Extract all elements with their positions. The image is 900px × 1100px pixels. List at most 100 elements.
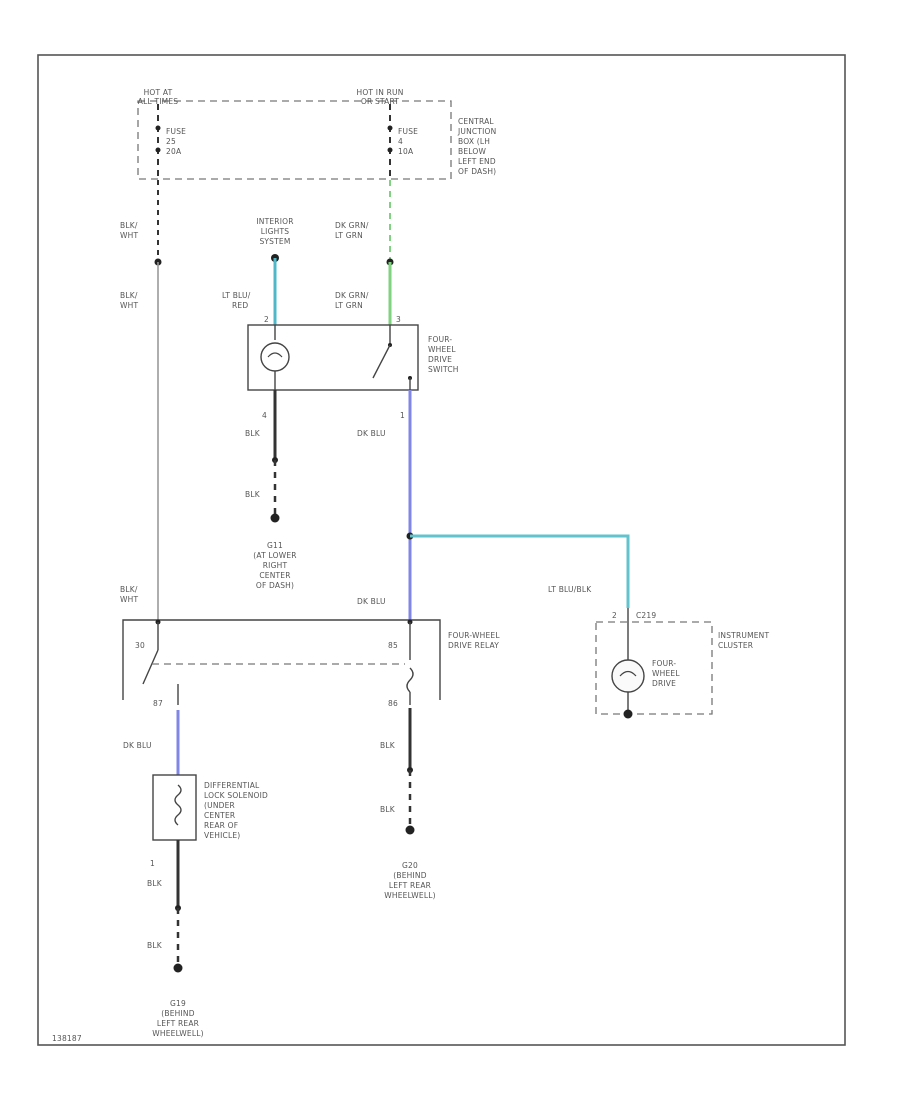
- svg-text:FUSE: FUSE: [166, 127, 186, 136]
- fuse-25: FUSE 25 20A: [155, 104, 186, 180]
- svg-text:WHEEL: WHEEL: [428, 345, 456, 354]
- svg-text:LIGHTS: LIGHTS: [261, 227, 289, 236]
- svg-text:WHEELWELL): WHEELWELL): [384, 891, 435, 900]
- svg-text:LT GRN: LT GRN: [335, 301, 363, 310]
- label-lt-blu-blk: LT BLU/BLK: [548, 585, 592, 594]
- svg-text:DIFFERENTIAL: DIFFERENTIAL: [204, 781, 260, 790]
- svg-text:WHEELWELL): WHEELWELL): [152, 1029, 203, 1038]
- svg-text:(BEHIND: (BEHIND: [161, 1009, 194, 1018]
- switch-ground-wire: [270, 390, 280, 523]
- four-wheel-drive-switch: [247, 324, 419, 391]
- svg-text:INTERIOR: INTERIOR: [256, 217, 293, 226]
- differential-lock-solenoid: [152, 774, 197, 841]
- svg-text:3: 3: [396, 315, 401, 324]
- ground-g19-icon: [173, 963, 183, 973]
- svg-text:VEHICLE): VEHICLE): [204, 831, 240, 840]
- svg-text:CENTER: CENTER: [204, 811, 235, 820]
- svg-text:DRIVE: DRIVE: [652, 679, 676, 688]
- relay-ground-wire: [405, 708, 415, 835]
- svg-text:LT GRN: LT GRN: [335, 231, 363, 240]
- instrument-cluster-outline: [595, 621, 713, 715]
- svg-text:85: 85: [388, 641, 398, 650]
- four-wheel-drive-switch-label: FOUR- WHEEL DRIVE SWITCH: [428, 335, 459, 374]
- four-wheel-drive-indicator-label: FOUR- WHEEL DRIVE: [652, 659, 680, 688]
- svg-text:RED: RED: [232, 301, 248, 310]
- svg-text:87: 87: [153, 699, 163, 708]
- svg-text:FUSE: FUSE: [398, 127, 418, 136]
- label-blk-2: BLK: [245, 490, 261, 499]
- label-blk-5: BLK: [147, 879, 163, 888]
- label-dk-blu-switch: DK BLU: [357, 429, 386, 438]
- four-wheel-drive-relay-label: FOUR-WHEEL DRIVE RELAY: [448, 631, 500, 650]
- label-blk-wht-low: BLK/ WHT: [120, 585, 138, 604]
- svg-text:2: 2: [264, 315, 269, 324]
- ground-g20-icon: [405, 825, 415, 835]
- label-blk-4: BLK: [380, 805, 396, 814]
- svg-text:(UNDER: (UNDER: [204, 801, 235, 810]
- svg-text:25: 25: [166, 137, 176, 146]
- svg-text:CLUSTER: CLUSTER: [718, 641, 753, 650]
- central-junction-box-label: CENTRAL JUNCTION BOX (LH BELOW LEFT END …: [457, 117, 496, 176]
- svg-text:FOUR-WHEEL: FOUR-WHEEL: [448, 631, 500, 640]
- label-dk-blu-relay: DK BLU: [357, 597, 386, 606]
- label-lt-blu-red: LT BLU/ RED: [222, 291, 251, 310]
- diagram-id: 138187: [52, 1034, 82, 1043]
- svg-text:10A: 10A: [398, 147, 414, 156]
- fuse-4: FUSE 4 10A: [387, 104, 418, 180]
- label-blk-6: BLK: [147, 941, 163, 950]
- hot-at-all-times-label: HOT AT ALL TIMES: [138, 88, 178, 106]
- svg-text:OF DASH): OF DASH): [458, 167, 496, 176]
- svg-text:BLK/: BLK/: [120, 291, 138, 300]
- pin-switch-1: 1: [400, 411, 405, 420]
- switch-contact-icon: [372, 325, 412, 390]
- ground-switch-icon: [270, 513, 280, 523]
- svg-text:20A: 20A: [166, 147, 182, 156]
- four-wheel-drive-indicator-bulb-icon: [611, 608, 645, 719]
- svg-text:G19: G19: [170, 999, 186, 1008]
- label-blk-wht-top: BLK/ WHT: [120, 221, 138, 240]
- ground-g11-label: G11 (AT LOWER RIGHT CENTER OF DASH): [253, 541, 296, 590]
- svg-text:HOT AT: HOT AT: [144, 88, 173, 97]
- svg-text:LEFT END: LEFT END: [458, 157, 496, 166]
- hot-in-run-label: HOT IN RUN OR START: [356, 88, 403, 106]
- ground-g20-label: G20 (BEHIND LEFT REAR WHEELWELL): [384, 861, 435, 900]
- svg-text:LOCK SOLENOID: LOCK SOLENOID: [204, 791, 268, 800]
- label-blk-1: BLK: [245, 429, 261, 438]
- wire-lt-blu-blk: [410, 534, 630, 608]
- svg-text:WHT: WHT: [120, 231, 138, 240]
- svg-text:WHEEL: WHEEL: [652, 669, 680, 678]
- pin-cluster: 2: [612, 611, 617, 620]
- switch-illumination-bulb-icon: [260, 325, 290, 390]
- relay-coil-icon: [406, 667, 414, 693]
- svg-text:CENTER: CENTER: [259, 571, 290, 580]
- svg-text:BELOW: BELOW: [458, 147, 486, 156]
- svg-text:SWITCH: SWITCH: [428, 365, 459, 374]
- svg-text:CENTRAL: CENTRAL: [458, 117, 494, 126]
- svg-text:BLK/: BLK/: [120, 585, 138, 594]
- svg-text:OR START: OR START: [361, 97, 399, 106]
- relay-contact-icon: [142, 649, 159, 685]
- svg-text:(AT LOWER: (AT LOWER: [253, 551, 296, 560]
- svg-text:FOUR-: FOUR-: [652, 659, 676, 668]
- svg-text:G11: G11: [267, 541, 283, 550]
- central-junction-box-outline: [137, 100, 452, 180]
- svg-text:4: 4: [398, 137, 403, 146]
- svg-text:LEFT REAR: LEFT REAR: [389, 881, 431, 890]
- switch-pins: 2 3: [264, 315, 401, 324]
- label-dk-grn-switch: DK GRN/ LT GRN: [335, 291, 369, 310]
- label-dk-grn-top: DK GRN/ LT GRN: [335, 221, 369, 240]
- svg-text:DK GRN/: DK GRN/: [335, 291, 369, 300]
- svg-text:WHT: WHT: [120, 595, 138, 604]
- svg-text:LEFT REAR: LEFT REAR: [157, 1019, 199, 1028]
- connector-c219: C219: [636, 611, 656, 620]
- svg-text:WHT: WHT: [120, 301, 138, 310]
- svg-text:SYSTEM: SYSTEM: [259, 237, 290, 246]
- interior-lights-system-label: INTERIOR LIGHTS SYSTEM: [256, 217, 293, 246]
- svg-text:BLK/: BLK/: [120, 221, 138, 230]
- ground-g19-label: G19 (BEHIND LEFT REAR WHEELWELL): [152, 999, 203, 1038]
- label-dk-blu-solenoid: DK BLU: [123, 741, 152, 750]
- four-wheel-drive-relay: 30 85 87 86: [122, 619, 441, 708]
- instrument-cluster-label: INSTRUMENT CLUSTER: [718, 631, 769, 650]
- pin-solenoid-1: 1: [150, 859, 155, 868]
